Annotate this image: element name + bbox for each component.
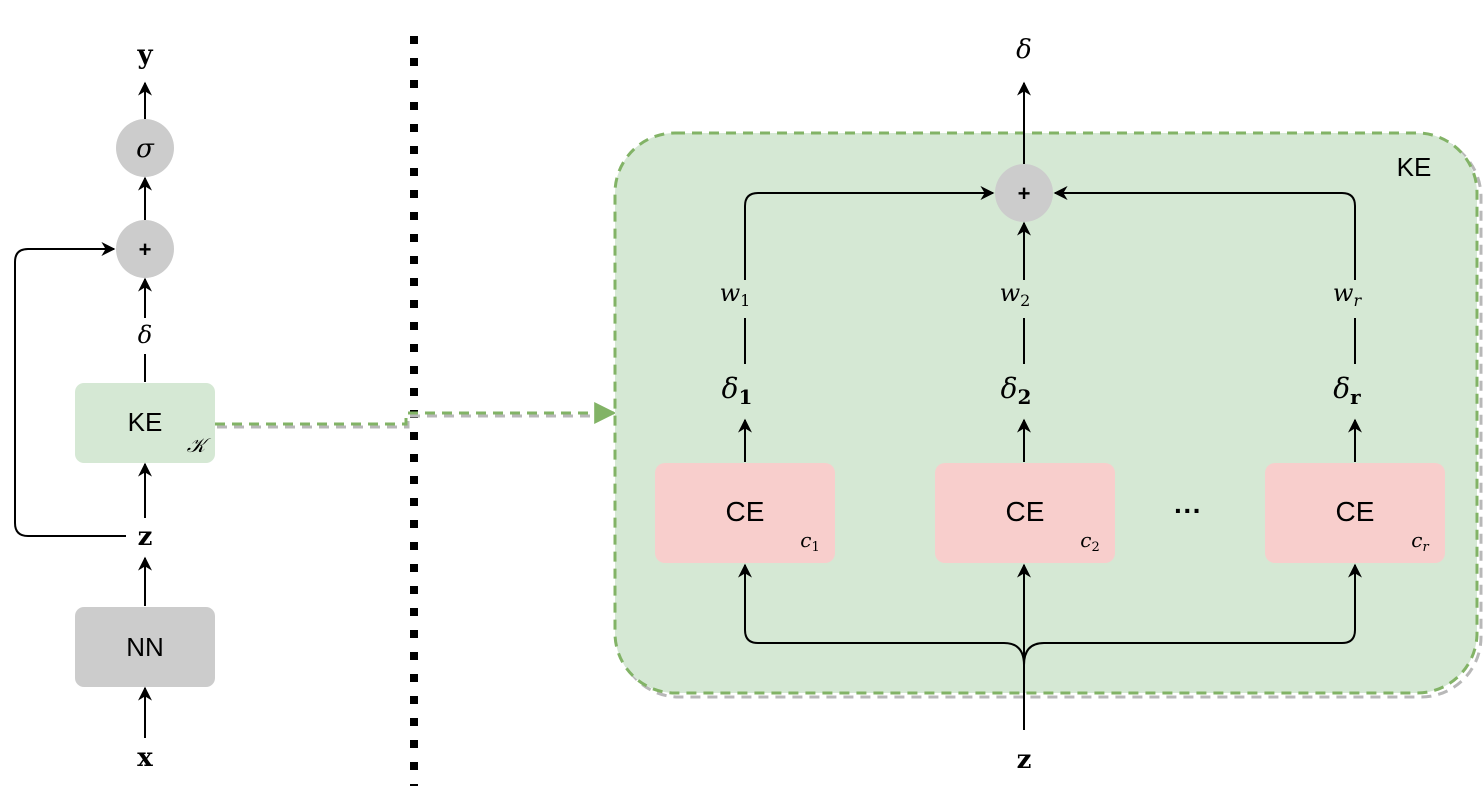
right-sum-label: + — [1018, 181, 1031, 206]
left-delta-label: δ — [138, 321, 152, 349]
ce-label-2: CE — [1006, 496, 1045, 527]
branch-r: wr δr CE cr — [1053, 186, 1445, 563]
right-output-label: δ — [1016, 35, 1032, 65]
sigma-label: σ — [136, 134, 155, 164]
delta-2: δ2 — [1001, 372, 1032, 409]
ce-box-2 — [935, 463, 1115, 563]
left-sum-node — [116, 220, 174, 278]
weight-2: w2 — [1000, 279, 1031, 310]
ke-container-shadow — [617, 135, 1483, 699]
left-panel: y σ + δ KE 𝒦 z NN x — [14, 40, 215, 773]
ce-box-1 — [655, 463, 835, 563]
input-distribution — [738, 563, 1362, 730]
right-sum-node — [995, 164, 1053, 222]
branch-1: w1 δ1 CE c1 — [655, 186, 995, 563]
left-output-label: y — [136, 40, 153, 70]
left-latent-label: z — [138, 522, 153, 552]
left-input-label: x — [137, 743, 153, 773]
nn-box — [75, 607, 215, 687]
concept-2: c2 — [1080, 528, 1099, 555]
sigma-node — [116, 119, 174, 177]
ce-label-r: CE — [1336, 496, 1375, 527]
weight-r: wr — [1333, 279, 1363, 310]
ce-label-1: CE — [726, 496, 765, 527]
ce-box-r — [1265, 463, 1445, 563]
right-input-label: z — [1017, 745, 1032, 775]
delta-1: δ1 — [722, 372, 753, 409]
left-ke-box — [75, 383, 215, 463]
ellipsis: ··· — [1174, 495, 1202, 526]
branch-2: w2 δ2 CE c2 — [935, 221, 1115, 563]
skip-connection — [14, 242, 126, 537]
left-ke-label: KE — [128, 407, 163, 437]
expansion-arrow — [215, 402, 617, 429]
left-sum-label: + — [139, 237, 152, 262]
weight-1: w1 — [720, 279, 751, 310]
ke-container-label: KE — [1397, 152, 1432, 182]
right-panel: KE δ + w1 δ1 CE c1 w2 δ2 CE c2 — [613, 35, 1483, 775]
delta-r: δr — [1333, 372, 1361, 409]
nn-label: NN — [126, 632, 164, 662]
concept-r: cr — [1411, 528, 1429, 555]
concept-1: c1 — [800, 528, 819, 555]
